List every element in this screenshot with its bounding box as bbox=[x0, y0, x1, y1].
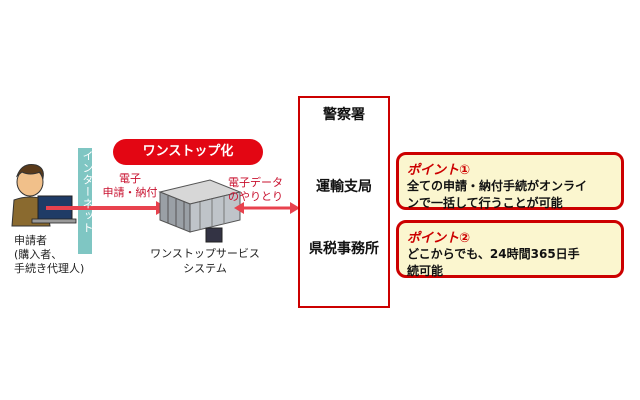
point-1-title: ポイント① bbox=[407, 163, 471, 178]
electronic-line2: 申請・納付 bbox=[102, 186, 158, 199]
data-exchange-line2: のやりとり bbox=[228, 190, 283, 203]
point-1-line1: 全ての申請・納付手続がオンライ bbox=[407, 179, 588, 193]
internet-label: インターネット bbox=[81, 150, 94, 234]
server-icon bbox=[158, 179, 242, 243]
person-icon bbox=[11, 164, 77, 227]
onestop-badge: ワンストップ化 bbox=[113, 139, 263, 165]
point-2-title: ポイント② bbox=[407, 231, 471, 246]
applicant-sub2: 手続き代理人) bbox=[14, 262, 85, 275]
data-exchange-label: 電子データ のやりとり bbox=[228, 176, 298, 204]
electronic-label: 電子 申請・納付 bbox=[100, 172, 160, 200]
point-2-line2: 続可能 bbox=[407, 264, 444, 278]
point-1-line2: ンで一括して行うことが可能 bbox=[407, 196, 563, 210]
exchange-arrow bbox=[234, 202, 300, 214]
applicant-label: 申請者 (購入者、 手続き代理人) bbox=[14, 234, 84, 276]
point-2-line1: どこからでも、24時間365日手 bbox=[407, 247, 580, 261]
system-label: ワンストップサービス システム bbox=[140, 246, 270, 276]
system-line1: ワンストップサービス bbox=[150, 247, 260, 260]
transport-label: 運輸支局 bbox=[316, 179, 372, 195]
applicant-title: 申請者 bbox=[14, 234, 47, 247]
internet-bar bbox=[78, 148, 92, 254]
point-box-1: ポイント① 全ての申請・納付手続がオンライ ンで一括して行うことが可能 bbox=[396, 152, 624, 210]
point-box-2: ポイント② どこからでも、24時間365日手 続可能 bbox=[396, 220, 624, 278]
system-line2: システム bbox=[183, 262, 227, 275]
data-exchange-line1: 電子データ bbox=[228, 176, 283, 189]
offices-panel: 警察署 運輸支局 県税事務所 bbox=[298, 96, 390, 308]
police-label: 警察署 bbox=[323, 107, 365, 123]
applicant-sub1: (購入者、 bbox=[14, 248, 63, 261]
electronic-line1: 電子 bbox=[119, 172, 141, 185]
tax-label: 県税事務所 bbox=[309, 241, 379, 257]
